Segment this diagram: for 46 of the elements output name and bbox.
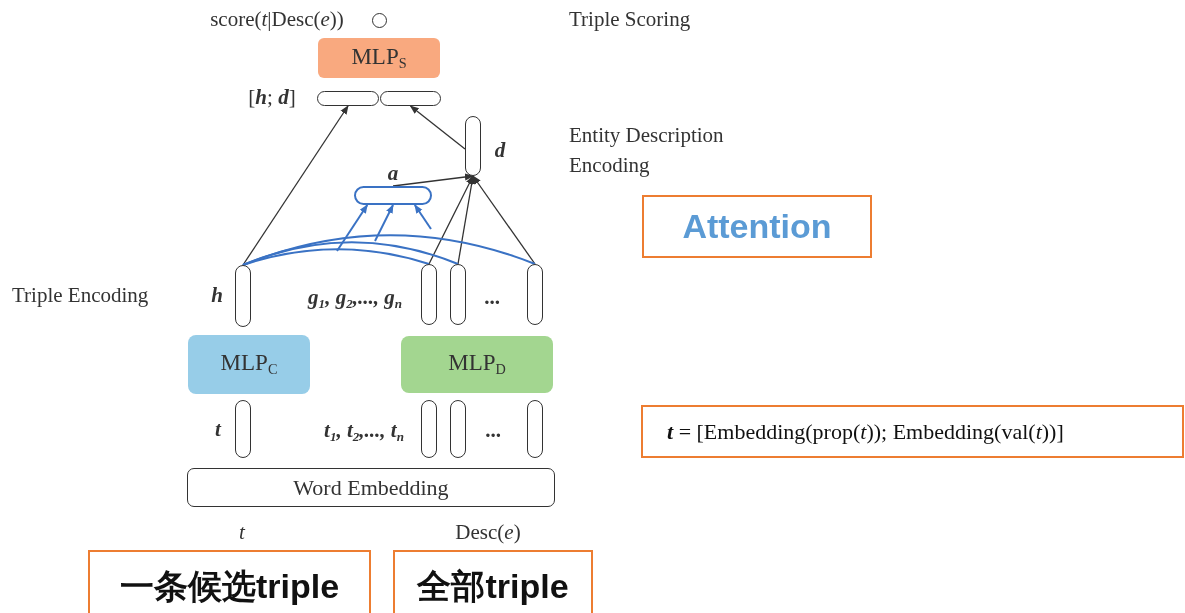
formula-box: t = [Embedding(prop(t)); Embedding(val(t))] — [641, 405, 1184, 458]
vector-label: d — [494, 138, 506, 164]
vector-capsule — [527, 264, 543, 325]
ellipsis-label: ... — [484, 285, 500, 311]
attention-vector — [354, 186, 432, 205]
vector-label: a — [387, 161, 399, 187]
embedding-layer: Word Embedding — [187, 468, 555, 507]
vector-label: t$_{1}$, t$_{2}$,..., t$_{n}$ — [324, 417, 404, 445]
section-label: Entity Description Encoding — [569, 122, 725, 179]
vector-capsule — [235, 265, 251, 327]
arrow — [413, 204, 432, 230]
mlp-layer: MLP$_{D}$ — [401, 336, 553, 393]
note-box: 一条候选triple — [88, 550, 371, 613]
connector-line — [242, 234, 536, 266]
input-label: t — [239, 520, 245, 546]
arrow — [428, 175, 474, 265]
arrow — [409, 105, 466, 150]
input-label: Desc(e) — [455, 520, 521, 546]
note-box: Attention — [642, 195, 872, 258]
arrow — [242, 105, 349, 266]
vector-capsule — [317, 91, 379, 106]
ellipsis-label: ... — [485, 418, 501, 444]
section-label: Triple Encoding — [12, 283, 149, 309]
arrow — [457, 175, 476, 265]
note-box: 全部triple — [393, 550, 593, 613]
vector-capsule — [527, 400, 543, 458]
mlp-layer: MLP$_{S}$ — [318, 38, 440, 78]
vector-label: t — [215, 417, 221, 443]
vector-capsule — [380, 91, 441, 106]
arrow — [374, 204, 394, 242]
vector-label: [h; d] — [248, 85, 296, 111]
mlp-layer: MLP$_{C}$ — [188, 335, 310, 394]
output-circle — [372, 13, 387, 28]
arrow — [336, 204, 369, 252]
arrow — [392, 173, 474, 187]
vector-capsule — [450, 264, 466, 325]
vector-capsule — [235, 400, 251, 458]
vector-capsule — [421, 400, 437, 458]
arrow — [472, 175, 536, 265]
section-label: Triple Scoring — [569, 7, 691, 33]
vector-capsule — [421, 264, 437, 325]
output-label: score(t|Desc(e)) — [210, 7, 344, 33]
vector-capsule — [465, 116, 481, 176]
vector-capsule — [450, 400, 466, 458]
vector-label: g$_{1}$, g$_{2}$,..., g$_{n}$ — [308, 284, 402, 312]
vector-label: h — [211, 283, 223, 309]
